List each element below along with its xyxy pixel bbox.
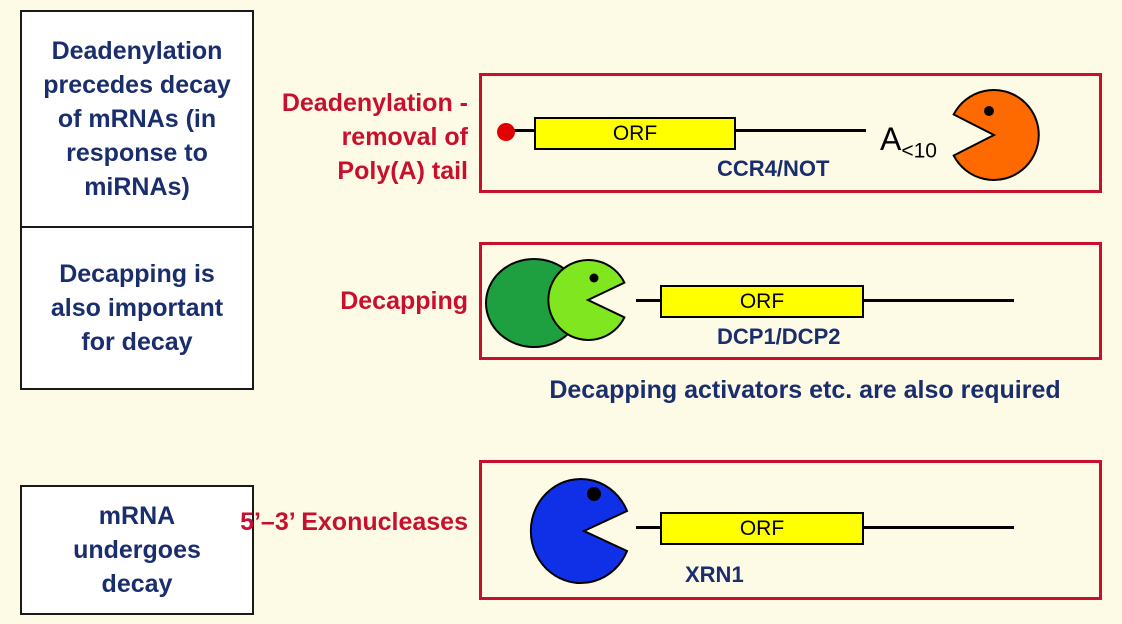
label-decapping: Decapping bbox=[340, 287, 468, 315]
left-box-decapping: Decapping is also important for decay bbox=[20, 226, 254, 390]
left-box-decay-text: mRNA undergoes decay bbox=[73, 502, 201, 598]
label-exonucleases: 5’–3’ Exonucleases bbox=[240, 508, 468, 536]
orange-pacman-icon bbox=[952, 89, 1040, 181]
left-box-deadenylation-text: Deadenylation precedes decay of mRNAs (i… bbox=[43, 37, 231, 201]
polya-tail-label: A<10 bbox=[880, 121, 937, 163]
enzyme-label-ccr4-not: CCR4/NOT bbox=[717, 156, 830, 181]
decapping-activators-note: Decapping activators etc. are also requi… bbox=[549, 376, 1061, 404]
label-deadenylation: Deadenylation - removal of Poly(A) tail bbox=[281, 89, 468, 185]
left-box-decapping-text: Decapping is also important for decay bbox=[50, 260, 224, 356]
enzyme-label-dcp1-dcp2: DCP1/DCP2 bbox=[717, 324, 841, 349]
orf-box-2: ORF bbox=[660, 285, 864, 318]
polya-subscript: <10 bbox=[901, 139, 937, 163]
left-box-decay: mRNA undergoes decay bbox=[20, 485, 254, 615]
cap-dot-icon bbox=[497, 123, 515, 141]
polya-base: A bbox=[880, 121, 902, 157]
blue-pacman-icon bbox=[529, 478, 629, 584]
enzyme-label-xrn1: XRN1 bbox=[685, 562, 744, 587]
orf-box-1: ORF bbox=[534, 117, 736, 150]
left-box-deadenylation: Deadenylation precedes decay of mRNAs (i… bbox=[20, 10, 254, 228]
orf-box-3: ORF bbox=[660, 512, 864, 545]
green-pacman-icon bbox=[547, 259, 626, 341]
